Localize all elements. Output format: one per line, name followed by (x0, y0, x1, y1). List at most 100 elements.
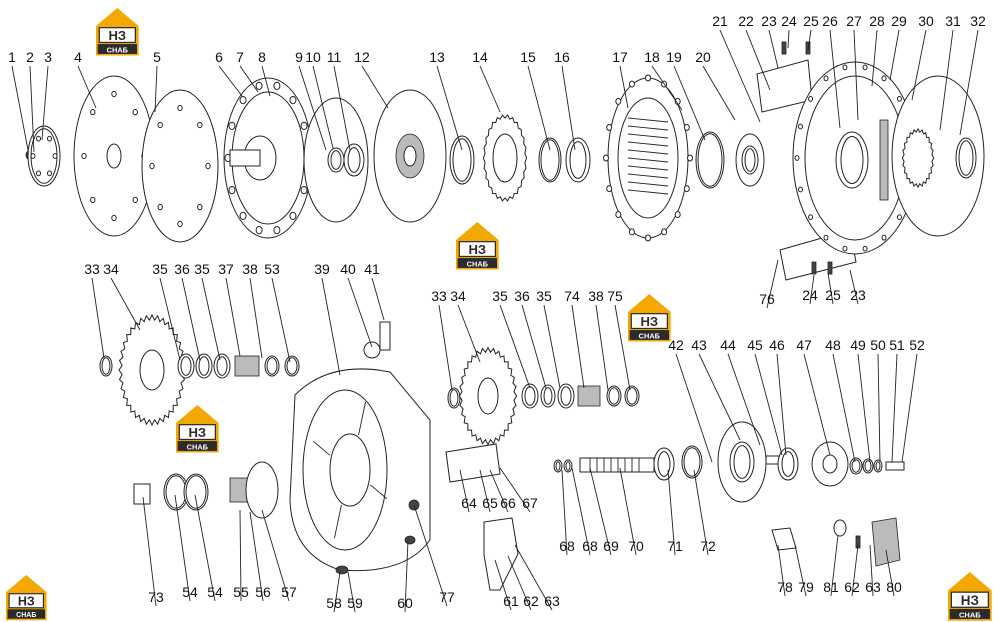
part-label: 20 (695, 49, 711, 65)
leader-line (727, 353, 761, 446)
leader-line (404, 539, 409, 613)
part-label: 49 (850, 337, 866, 353)
ring-75 (626, 387, 638, 405)
logo-subtext: СНАБ (16, 612, 36, 619)
part-label: 15 (520, 49, 536, 65)
part-label: 27 (846, 13, 862, 29)
housing-bolts (842, 64, 848, 71)
leader-line (298, 65, 327, 151)
leader-line (869, 544, 874, 597)
flexplate5-holes (149, 162, 155, 170)
leader-line (239, 65, 259, 93)
logo-box (950, 591, 989, 608)
pump-blade (627, 149, 669, 155)
leader-line (514, 544, 553, 611)
seal-44 (733, 445, 751, 479)
logo-subtext: СНАБ (107, 45, 129, 54)
housing-bolts (794, 155, 800, 161)
leader-line (614, 304, 631, 391)
bolt (811, 261, 817, 275)
housing-web (879, 119, 889, 201)
tc-bolts (239, 96, 247, 105)
leader-line (853, 29, 859, 121)
ring-72 (683, 447, 701, 477)
part-label: 5 (153, 49, 161, 65)
gasket-30 (891, 75, 985, 237)
leader-line (194, 494, 216, 602)
leader-line (803, 353, 831, 456)
leader-line (159, 277, 181, 361)
flexplate-holes (90, 109, 96, 116)
part-label: 72 (700, 538, 716, 554)
logo: НЗ СНАБ (6, 575, 47, 621)
part-label: 29 (891, 13, 907, 29)
leader-line (619, 467, 637, 556)
part-label: 70 (628, 538, 644, 554)
logo-text: НЗ (18, 594, 35, 608)
part-label: 54 (207, 584, 223, 600)
pump-blade (627, 173, 669, 179)
part-label: 62 (844, 579, 860, 595)
bolt-52 (885, 461, 905, 471)
leader-line (829, 29, 841, 129)
part-label: 45 (747, 337, 763, 353)
part-label: 17 (612, 49, 628, 65)
housing-bolts (808, 95, 814, 102)
bearing-16 (569, 141, 587, 179)
leader-line (218, 65, 243, 97)
tc-bolts (273, 81, 281, 90)
part-label: 16 (554, 49, 570, 65)
leader-line (181, 277, 201, 361)
pump-blade (627, 165, 669, 171)
part-label: 30 (918, 13, 934, 29)
leader-line (494, 559, 512, 611)
ring-33b (449, 389, 459, 407)
part-label: 56 (255, 584, 271, 600)
leader-line (174, 494, 191, 602)
pump-bolts (615, 211, 622, 219)
leader-line (29, 65, 35, 153)
pump-bolts (603, 154, 609, 162)
part-label: 68 (559, 538, 575, 554)
part-label: 35 (152, 261, 168, 277)
leader-line (959, 29, 979, 136)
pump-blade (627, 133, 669, 139)
washer-48 (851, 459, 861, 473)
flexplate5-holes (177, 220, 183, 228)
leader-line (777, 544, 786, 597)
part-label: 62 (523, 593, 539, 609)
housing-bolts (823, 75, 829, 82)
leader-line (719, 29, 761, 123)
part-label: 4 (74, 49, 82, 65)
part-label: 75 (607, 288, 623, 304)
part-label: 14 (472, 49, 488, 65)
ring-68 (555, 461, 561, 471)
ring-68b (565, 461, 571, 471)
part-label: 11 (327, 49, 342, 65)
part-label: 50 (870, 337, 886, 353)
logo-subtext: СНАБ (467, 259, 489, 268)
pump-bolts (661, 228, 668, 236)
spacer-36 (198, 356, 210, 376)
part-label: 24 (802, 287, 818, 303)
part-label: 34 (450, 288, 466, 304)
bearing-35d (560, 386, 572, 406)
flange-bore (822, 454, 838, 474)
pump-bolts (606, 123, 613, 131)
leader-line (142, 496, 157, 607)
leader-line (333, 571, 341, 613)
part-label: 38 (588, 288, 604, 304)
part-label: 67 (522, 495, 538, 511)
housing-39-bore (329, 433, 371, 507)
leader-line (702, 65, 736, 121)
plate-holes (47, 135, 52, 142)
bearing-35 (180, 356, 192, 376)
flexplate-holes (111, 90, 117, 98)
part-label: 44 (720, 337, 736, 353)
pump-blade (627, 189, 669, 195)
gear-34b-hub (477, 377, 499, 415)
